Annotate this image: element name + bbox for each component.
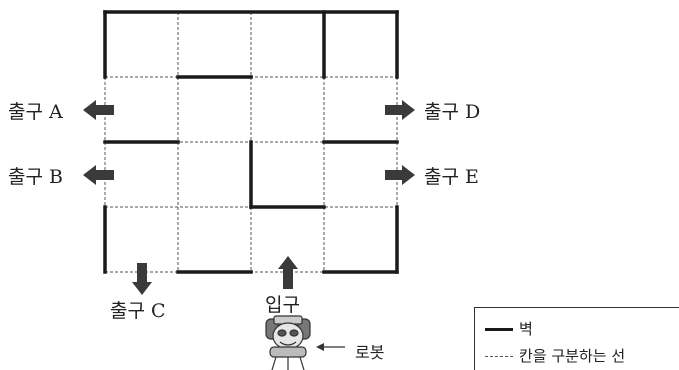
exit-c-label: 출구 C xyxy=(110,300,166,322)
exit-a-label: 출구 A xyxy=(8,101,63,123)
exit-b-arrow-icon xyxy=(83,165,114,185)
legend-divider-row: 칸을 구분하는 선 xyxy=(485,345,625,366)
robot-label: 로봇 xyxy=(355,343,385,362)
legend-box: 벽 칸을 구분하는 선 xyxy=(474,307,679,370)
maze-walls xyxy=(103,10,399,274)
legend-divider-label: 칸을 구분하는 선 xyxy=(519,347,626,365)
legend-wall-label: 벽 xyxy=(519,320,533,338)
entrance-arrow-icon xyxy=(278,256,298,289)
robot-icon xyxy=(265,315,311,370)
robot-pointer-arrowhead-icon xyxy=(316,343,324,351)
legend-divider-swatch xyxy=(485,356,513,357)
exit-d-arrow-icon xyxy=(385,100,415,120)
exit-d-label: 출구 D xyxy=(424,101,481,123)
exit-e-arrow-icon xyxy=(385,165,415,185)
exit-e-label: 출구 E xyxy=(424,166,479,188)
exit-a-arrow-icon xyxy=(83,100,114,120)
legend-wall-row: 벽 xyxy=(485,318,533,339)
entrance-label: 입구 xyxy=(265,294,300,316)
legend-wall-swatch xyxy=(485,328,513,331)
exit-b-label: 출구 B xyxy=(8,166,63,188)
exit-c-arrow-icon xyxy=(132,263,152,295)
